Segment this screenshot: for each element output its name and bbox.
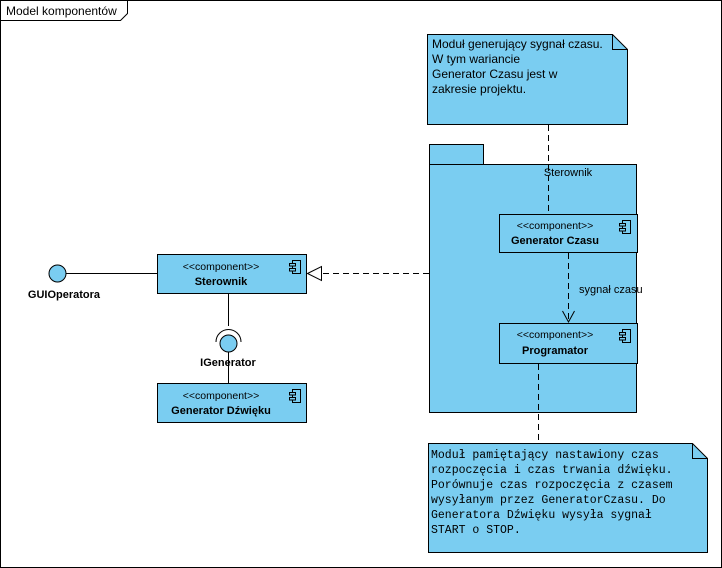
component-stereotype: <<component>> <box>517 329 593 341</box>
hollow-triangle-icon <box>306 265 322 282</box>
igenerator-ball-icon <box>219 334 238 353</box>
frame-title: Model komponentów <box>6 4 117 18</box>
component-icon <box>619 329 631 343</box>
component-programator[interactable]: <<component>> Programator <box>499 323 638 364</box>
note-top-line: zakresie projektu. <box>432 82 526 96</box>
component-stereotype: <<component>> <box>183 261 259 273</box>
component-name: Programator <box>522 345 589 357</box>
package-name: Sterownik <box>544 167 593 179</box>
note-bottom-line: Moduł pamiętający nastawiony czas <box>431 449 659 462</box>
component-generator-czasu[interactable]: <<component>> Generator Czasu <box>499 214 638 253</box>
component-stereotype: <<component>> <box>183 390 259 402</box>
interface-gui[interactable]: GUIOperatora <box>28 264 157 301</box>
note-bottom-line: START o STOP. <box>431 524 521 537</box>
igenerator-label: IGenerator <box>200 357 256 369</box>
component-generator-dzwieku[interactable]: <<component>> Generator Dźwięku <box>157 383 307 423</box>
note-top[interactable]: Moduł generujący sygnał czasu. W tym war… <box>427 34 628 125</box>
dependency-signal: sygnał czasu <box>562 253 643 324</box>
note-top-line: Moduł generujący sygnał czasu. <box>432 37 603 51</box>
package-body <box>429 164 637 413</box>
note-bottom-line: rozpoczęcia i czas trwania dźwięku. <box>431 464 673 477</box>
dependency-label: sygnał czasu <box>579 284 643 296</box>
note-bottom-line: wysyłanym przez GeneratorCzasu. Do <box>431 494 666 507</box>
note-bottom-line: Generatora Dźwięku wysyła sygnał <box>431 509 652 522</box>
component-name: Sterownik <box>195 276 248 288</box>
component-name: Generator Czasu <box>511 235 599 247</box>
note-bottom[interactable]: Moduł pamiętający nastawiony czas rozpoc… <box>428 443 708 553</box>
interface-igenerator[interactable]: IGenerator <box>200 294 257 383</box>
gui-label: GUIOperatora <box>28 289 101 301</box>
note-bottom-line: Porównuje czas rozpoczęcia z czasem <box>431 479 673 492</box>
component-stereotype: <<component>> <box>517 220 593 232</box>
component-icon <box>289 260 301 274</box>
package-tab <box>429 144 484 165</box>
component-icon <box>619 220 631 234</box>
note-top-line: Generator Czasu jest w <box>432 67 558 81</box>
gui-lollipop-icon <box>48 264 67 283</box>
component-sterownik[interactable]: <<component>> Sterownik <box>157 254 307 294</box>
package-sterownik[interactable]: Sterownik <box>429 144 637 413</box>
component-icon <box>289 389 301 403</box>
note-top-line: W tym wariancie <box>432 52 520 66</box>
realization-arrow <box>306 265 429 282</box>
component-name: Generator Dźwięku <box>171 405 271 417</box>
socket-icon <box>215 329 242 343</box>
